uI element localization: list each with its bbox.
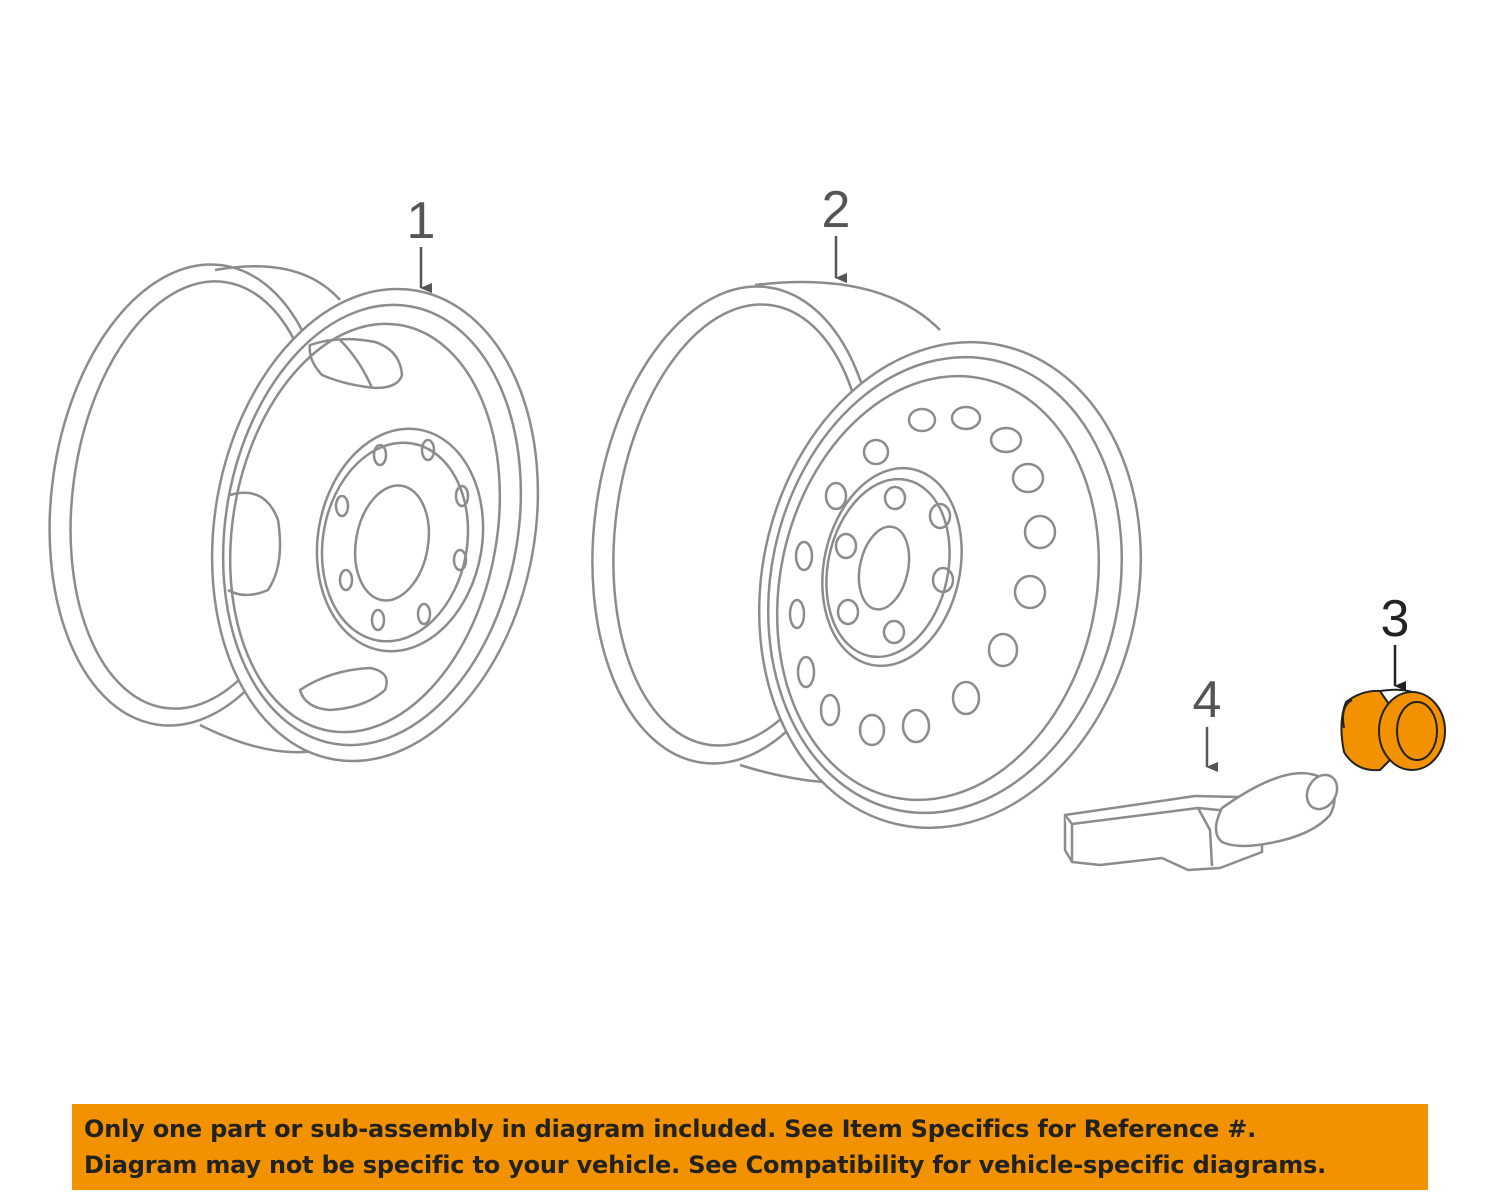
- callout-2-number: 2: [822, 181, 851, 239]
- wheel-1-illustration: [48, 263, 540, 763]
- callout-1-number: 1: [407, 192, 436, 250]
- valve-cap-3-illustration: [1340, 688, 1446, 772]
- disclaimer-line-2: Diagram may not be specific to your vehi…: [84, 1151, 1327, 1179]
- disclaimer-banner: Only one part or sub-assembly in diagram…: [72, 1104, 1428, 1190]
- sensor-4-illustration: [1063, 771, 1339, 872]
- disclaimer-line-1: Only one part or sub-assembly in diagram…: [84, 1115, 1257, 1143]
- callout-4-number: 4: [1193, 671, 1222, 729]
- callout-3-number: 3: [1381, 590, 1410, 648]
- wheel-2-illustration: [591, 280, 1143, 830]
